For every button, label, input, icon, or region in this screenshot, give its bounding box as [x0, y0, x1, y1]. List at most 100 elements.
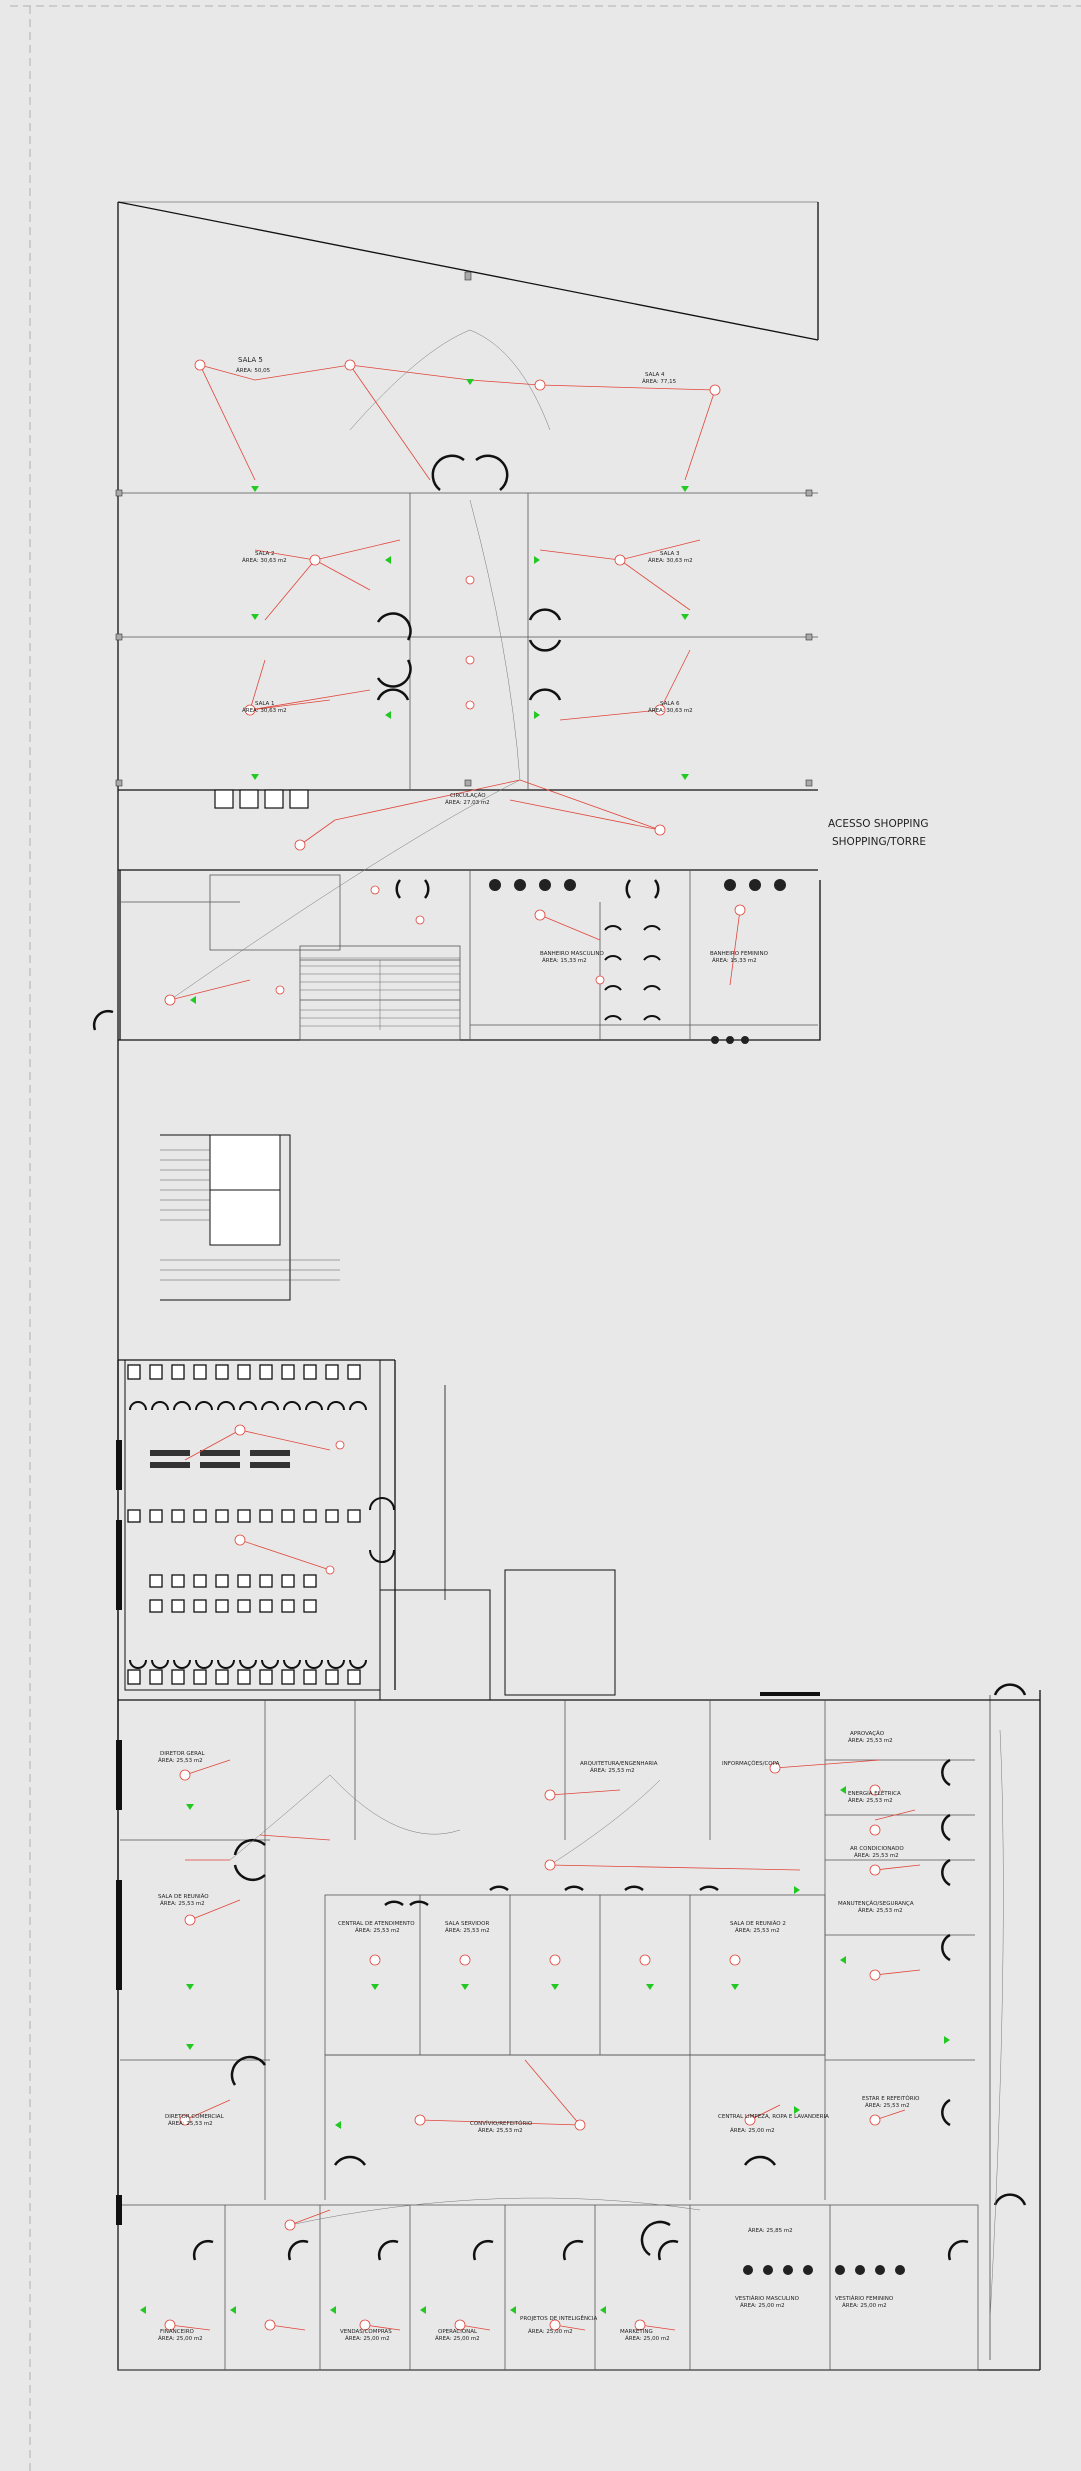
access-label-line2: SHOPPING/TORRE	[832, 836, 926, 848]
svg-text:VESTIÁRIO FEMININO: VESTIÁRIO FEMININO	[835, 2295, 894, 2302]
lower-walls	[117, 1360, 1041, 2371]
svg-text:ÁREA: 25,00 m2: ÁREA: 25,00 m2	[730, 2127, 775, 2134]
svg-text:INFORMAÇÕES/COPA: INFORMAÇÕES/COPA	[722, 1760, 780, 1767]
circuit-lines-lower	[169, 1429, 921, 2331]
upper-walls	[117, 201, 821, 1041]
svg-text:SALA SERVIDOR: SALA SERVIDOR	[445, 1921, 489, 1927]
svg-text:AR CONDICIONADO: AR CONDICIONADO	[850, 1846, 904, 1852]
svg-text:ÁREA: 25,85 m2: ÁREA: 25,85 m2	[748, 2227, 793, 2234]
svg-text:ESTAR E REFEITÓRIO: ESTAR E REFEITÓRIO	[862, 2095, 920, 2102]
sinks-lower	[150, 1450, 290, 1468]
svg-text:ÁREA: 25,53 m2: ÁREA: 25,53 m2	[168, 2120, 213, 2127]
toilets-upper	[489, 879, 786, 1044]
svg-text:ÁREA: 25,53 m2: ÁREA: 25,53 m2	[478, 2127, 523, 2134]
svg-text:ÁREA: 30,63 m2: ÁREA: 30,63 m2	[242, 707, 287, 714]
svg-text:ÁREA: 25,53 m2: ÁREA: 25,53 m2	[848, 1737, 893, 1744]
svg-text:ENERGIA ELÉTRICA: ENERGIA ELÉTRICA	[848, 1789, 901, 1797]
svg-text:SALA 4: SALA 4	[645, 372, 665, 378]
circuit-dashes-upper	[169, 329, 551, 1001]
circuit-lines-upper	[169, 364, 741, 1001]
svg-text:VENDAS/COMPRAS: VENDAS/COMPRAS	[340, 2329, 392, 2335]
svg-text:PROJETOS DE INTELIGÊNCIA: PROJETOS DE INTELIGÊNCIA	[520, 2314, 598, 2322]
svg-text:ÁREA: 30,63 m2: ÁREA: 30,63 m2	[648, 557, 693, 564]
svg-text:ÁREA: 25,00 m2: ÁREA: 25,00 m2	[345, 2335, 390, 2342]
wall-bars-lower	[116, 1440, 820, 2225]
svg-text:DIRETOR COMERCIAL: DIRETOR COMERCIAL	[165, 2114, 225, 2120]
columns-upper	[115, 271, 813, 787]
svg-text:MANUTENÇÃO/SEGURANÇA: MANUTENÇÃO/SEGURANÇA	[838, 1900, 914, 1907]
svg-text:CENTRAL DE ATENDIMENTO: CENTRAL DE ATENDIMENTO	[338, 1921, 415, 1927]
svg-text:SALA 6: SALA 6	[660, 701, 680, 707]
svg-text:ÁREA: 25,00 m2: ÁREA: 25,00 m2	[740, 2302, 785, 2309]
access-label-line1: ACESSO SHOPPING	[828, 818, 928, 830]
svg-text:SALA 5: SALA 5	[238, 356, 263, 364]
svg-text:ÁREA: 25,53 m2: ÁREA: 25,53 m2	[735, 1927, 780, 1934]
svg-text:ÁREA: 30,63 m2: ÁREA: 30,63 m2	[242, 557, 287, 564]
svg-text:MARKETING: MARKETING	[620, 2329, 653, 2335]
svg-text:ÁREA: 77,15: ÁREA: 77,15	[642, 378, 677, 385]
svg-text:CENTRAL LIMPEZA, ROPA E LAVAND: CENTRAL LIMPEZA, ROPA E LAVANDERIA	[718, 2114, 829, 2120]
room-label: INFORMAÇÕES/COPA	[722, 1760, 780, 1767]
outlets-upper	[190, 379, 689, 1004]
stair-steps	[160, 1149, 340, 1281]
svg-text:SALA DE REUNIÃO 2: SALA DE REUNIÃO 2	[730, 1920, 786, 1927]
svg-text:ÁREA: 25,53 m2: ÁREA: 25,53 m2	[590, 1767, 635, 1774]
doors-upper	[92, 454, 660, 1031]
room-label: ÁREA: 25,85 m2	[748, 2227, 793, 2234]
svg-text:ÁREA: 25,53 m2: ÁREA: 25,53 m2	[445, 1927, 490, 1934]
svg-text:ÁREA: 25,00 m2: ÁREA: 25,00 m2	[842, 2302, 887, 2309]
svg-text:ARQUITETURA/ENGENHARIA: ARQUITETURA/ENGENHARIA	[580, 1761, 658, 1767]
svg-text:ÁREA: 25,00 m2: ÁREA: 25,00 m2	[625, 2335, 670, 2342]
circuit-dashes-lower	[229, 1729, 1004, 2321]
svg-text:VESTIÁRIO MASCULINO: VESTIÁRIO MASCULINO	[735, 2295, 800, 2302]
svg-text:ÁREA: 25,53 m2: ÁREA: 25,53 m2	[158, 1757, 203, 1764]
urinal-rows	[129, 1401, 395, 1669]
svg-text:APROVAÇÃO: APROVAÇÃO	[850, 1730, 885, 1737]
elevator-boxes	[214, 789, 309, 809]
svg-text:ÁREA: 30,63 m2: ÁREA: 30,63 m2	[648, 707, 693, 714]
toilets-lower	[743, 2265, 905, 2275]
stairs-upper	[300, 957, 460, 1030]
room-label: CENTRAL LIMPEZA, ROPA E LAVANDERIA ÁREA: …	[718, 2114, 829, 2134]
svg-text:SALA 1: SALA 1	[255, 701, 275, 707]
svg-text:ÁREA: 25,00 m2: ÁREA: 25,00 m2	[435, 2335, 480, 2342]
svg-text:ÁREA: 25,53 m2: ÁREA: 25,53 m2	[160, 1900, 205, 1907]
svg-text:SALA 2: SALA 2	[255, 551, 275, 557]
stair-core	[117, 1040, 446, 2370]
svg-text:ÁREA: 27,03 m2: ÁREA: 27,03 m2	[445, 799, 490, 806]
svg-text:ÁREA: 15,33 m2: ÁREA: 15,33 m2	[542, 957, 587, 964]
wc-toilets	[127, 1364, 361, 1685]
svg-text:DIRETOR GERAL: DIRETOR GERAL	[160, 1751, 206, 1757]
svg-text:ÁREA: 25,53 m2: ÁREA: 25,53 m2	[848, 1797, 893, 1804]
sheet-border	[10, 5, 1081, 2471]
svg-text:ÁREA: 25,00 m2: ÁREA: 25,00 m2	[158, 2335, 203, 2342]
svg-text:CONVÍVIO/REFEITÓRIO: CONVÍVIO/REFEITÓRIO	[470, 2120, 533, 2127]
access-label: ACESSO SHOPPING SHOPPING/TORRE	[828, 818, 928, 848]
svg-text:ÁREA: 15,33 m2: ÁREA: 15,33 m2	[712, 957, 757, 964]
upper-room-lines	[118, 492, 818, 1041]
